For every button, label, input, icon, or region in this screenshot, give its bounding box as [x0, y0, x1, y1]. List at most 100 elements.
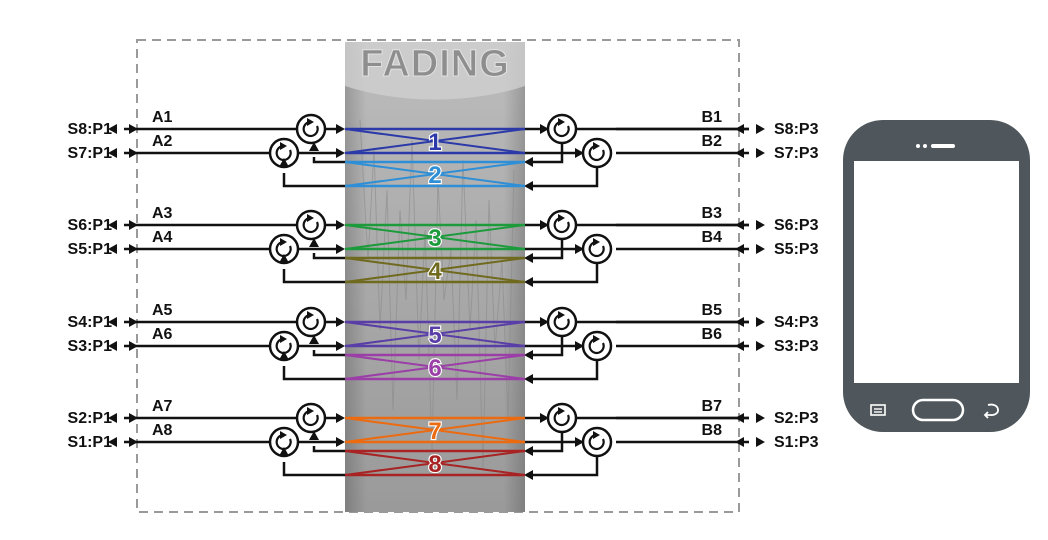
- channel-number: 4: [428, 258, 442, 285]
- fading-channel: 5: [344, 320, 526, 350]
- return-line: [282, 269, 345, 284]
- circulator-icon: [268, 137, 300, 169]
- channel-cross: [344, 321, 526, 347]
- arrow-icon: [279, 158, 289, 167]
- right-port-label: S8:P3: [774, 121, 819, 138]
- arrow-icon: [279, 254, 289, 263]
- arrow-icon: [309, 142, 319, 151]
- arrow-icon: [309, 335, 319, 344]
- arrow-icon: [524, 277, 533, 287]
- return-line: [533, 239, 564, 260]
- left-port-label: S6:P1: [68, 217, 113, 234]
- port-arrow-icon: [756, 341, 765, 351]
- fading-channel: 3: [344, 223, 526, 253]
- channel-number: 3: [428, 225, 441, 252]
- port-arrow-icon: [108, 244, 117, 254]
- circulator-icon: [581, 426, 613, 458]
- channel-number: 8: [428, 451, 441, 478]
- channel-number: 6: [428, 355, 441, 382]
- left-path-label: A8: [152, 422, 173, 439]
- fading-channel: 4: [344, 256, 526, 286]
- circulator-icon: [295, 306, 327, 338]
- channel-number: 5: [428, 322, 441, 349]
- circulator-icon: [546, 113, 578, 145]
- fading-channel: 6: [344, 353, 526, 383]
- circulator-icon: [546, 209, 578, 241]
- left-path-label: A6: [152, 326, 173, 343]
- channel-number: 7: [428, 418, 441, 445]
- channel-number: 1: [428, 129, 441, 156]
- return-line: [533, 336, 564, 357]
- back-icon: [983, 403, 999, 419]
- arrow-icon: [575, 437, 584, 447]
- right-port-label: S5:P3: [774, 241, 819, 258]
- right-path-label: B3: [702, 205, 723, 222]
- right-path-label: B7: [702, 398, 723, 415]
- port-arrow-icon: [108, 148, 117, 158]
- arrow-icon: [336, 317, 345, 327]
- test-system-boundary: [136, 39, 740, 513]
- arrow-icon: [524, 470, 533, 480]
- arrow-icon: [575, 244, 584, 254]
- fading-channel: 1: [344, 127, 526, 157]
- arrow-icon: [336, 148, 345, 158]
- left-port-label: S3:P1: [68, 338, 113, 355]
- channel-cross: [344, 354, 526, 380]
- port-arrow-icon: [756, 124, 765, 134]
- right-path-label: B1: [702, 109, 723, 126]
- arrow-icon: [336, 413, 345, 423]
- return-line: [533, 456, 599, 477]
- return-line: [533, 167, 599, 188]
- left-path-label: A5: [152, 302, 173, 319]
- port-arrow-icon: [108, 317, 117, 327]
- device-screen: [854, 161, 1019, 383]
- port-arrow-icon: [108, 341, 117, 351]
- fading-channel: 8: [344, 449, 526, 479]
- return-line: [533, 143, 564, 164]
- channel-cross: [344, 257, 526, 283]
- circulator-icon: [546, 402, 578, 434]
- return-line: [312, 253, 345, 260]
- port-arrow-icon: [756, 317, 765, 327]
- arrow-icon: [540, 220, 549, 230]
- circulator-icon: [546, 306, 578, 338]
- channel-cross: [344, 161, 526, 187]
- fading-title: FADING: [360, 43, 510, 85]
- arrow-icon: [279, 447, 289, 456]
- left-path-label: A7: [152, 398, 173, 415]
- return-line: [533, 360, 599, 381]
- port-arrow-icon: [108, 437, 117, 447]
- arrow-icon: [336, 341, 345, 351]
- circulator-icon: [581, 137, 613, 169]
- left-path-label: A4: [152, 229, 173, 246]
- port-arrow-icon: [756, 244, 765, 254]
- arrow-icon: [524, 253, 533, 263]
- channel-cross: [344, 224, 526, 250]
- return-line: [533, 432, 564, 453]
- arrow-icon: [524, 446, 533, 456]
- left-port-label: S5:P1: [68, 241, 113, 258]
- arrow-icon: [524, 374, 533, 384]
- return-line: [282, 366, 345, 381]
- port-arrow-icon: [756, 148, 765, 158]
- left-port-label: S2:P1: [68, 410, 113, 427]
- right-path-label: B8: [702, 422, 723, 439]
- left-port-label: S4:P1: [68, 314, 113, 331]
- right-port-label: S2:P3: [774, 410, 819, 427]
- arrow-icon: [309, 431, 319, 440]
- port-arrow-icon: [108, 220, 117, 230]
- arrow-icon: [540, 317, 549, 327]
- arrow-icon: [336, 437, 345, 447]
- circulator-icon: [295, 113, 327, 145]
- port-arrow-icon: [108, 413, 117, 423]
- right-path-label: B5: [702, 302, 723, 319]
- arrow-icon: [309, 238, 319, 247]
- circulator-icon: [581, 330, 613, 362]
- right-port-label: S4:P3: [774, 314, 819, 331]
- arrow-icon: [524, 181, 533, 191]
- fading-noise-waveform: [359, 119, 515, 471]
- channel-cross: [344, 128, 526, 154]
- arrow-icon: [540, 124, 549, 134]
- arrow-icon: [575, 148, 584, 158]
